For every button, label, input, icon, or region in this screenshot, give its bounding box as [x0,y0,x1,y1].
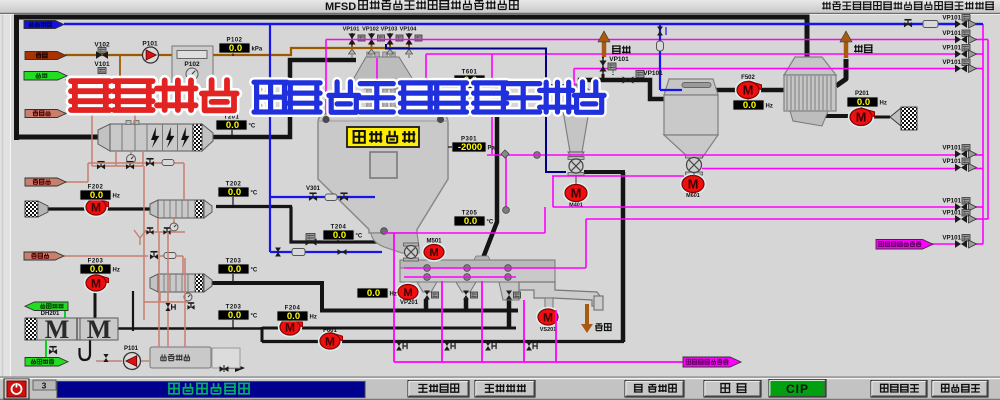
svg-text:T203: T203 [226,305,242,311]
svg-text:VP101: VP101 [942,158,961,165]
svg-text:P301: P301 [461,137,477,143]
svg-text:Hz: Hz [880,101,887,107]
svg-text:VP104: VP104 [400,27,418,33]
svg-text:0.0: 0.0 [90,264,103,275]
svg-text:Hz: Hz [113,268,120,274]
svg-text:F502: F502 [741,75,755,81]
svg-text:VP103: VP103 [381,27,398,33]
svg-text:CIP: CIP [786,382,809,396]
svg-text:VP101: VP101 [942,59,961,66]
svg-text:MFSD: MFSD [325,1,356,13]
svg-text:0.0: 0.0 [228,310,241,321]
svg-text:V301: V301 [306,186,321,192]
svg-text:P102: P102 [184,61,200,68]
svg-text:P101: P101 [124,346,139,352]
svg-text:VP201: VP201 [400,300,419,306]
svg-text:M401: M401 [569,203,583,209]
svg-text:M: M [325,334,335,348]
svg-text:°C: °C [249,124,256,130]
svg-text:VP102: VP102 [362,27,379,33]
svg-text:0.0: 0.0 [229,43,242,54]
svg-text:3: 3 [42,381,47,391]
svg-text:M: M [543,310,553,324]
svg-text:°C: °C [251,268,258,274]
svg-text:Hz: Hz [113,194,120,200]
svg-text:T201: T201 [224,115,240,121]
svg-text:0.0: 0.0 [743,100,756,111]
svg-text:VP101: VP101 [942,45,961,52]
svg-text:M: M [429,247,438,259]
svg-text:F601: F601 [323,328,337,334]
svg-text:F204: F204 [285,306,301,312]
svg-text:VP101: VP101 [609,56,629,63]
svg-text:Hz: Hz [390,292,397,298]
svg-text:M: M [403,287,412,299]
svg-text:M: M [91,200,101,214]
svg-text:P201: P201 [855,91,870,97]
svg-text:°C: °C [356,234,363,240]
svg-text:T202: T202 [226,182,242,188]
svg-text:VP101: VP101 [942,210,961,217]
svg-text:T204: T204 [331,225,347,231]
svg-text:T205: T205 [462,211,478,217]
svg-text:M: M [571,186,582,201]
svg-text:VP101: VP101 [942,198,961,205]
svg-text:F202: F202 [88,185,104,191]
svg-text:P101: P101 [142,41,158,48]
svg-text:VP101: VP101 [942,30,961,37]
svg-text:M: M [688,177,699,192]
svg-text:VP101: VP101 [942,15,961,22]
svg-text:M: M [87,315,112,344]
svg-text:V102: V102 [94,42,110,49]
svg-text:T203: T203 [226,259,242,265]
svg-text:VS201: VS201 [540,327,557,333]
svg-text:M601: M601 [686,193,700,199]
svg-text:M: M [91,276,101,290]
svg-text:Pa: Pa [488,146,496,152]
svg-text:0.0: 0.0 [857,97,870,108]
svg-text:V101: V101 [94,61,110,68]
svg-text:M: M [45,315,70,344]
svg-text:°C: °C [487,220,494,226]
svg-text:P102: P102 [226,38,242,44]
svg-text:T601: T601 [462,70,478,76]
svg-text:0.0: 0.0 [90,190,103,201]
svg-text:0.0: 0.0 [287,311,300,322]
svg-text:0.0: 0.0 [228,187,241,198]
svg-text:0.0: 0.0 [367,288,380,299]
svg-text:Hz: Hz [766,104,773,110]
svg-text:M: M [856,110,867,125]
svg-text:DH201: DH201 [41,311,60,317]
svg-text:M501: M501 [426,239,442,245]
svg-text:Hz: Hz [310,315,317,321]
svg-text:°C: °C [251,191,258,197]
svg-text:0.0: 0.0 [333,230,346,241]
svg-text:F203: F203 [88,259,104,265]
svg-text:M: M [743,83,754,98]
svg-text:0.0: 0.0 [228,264,241,275]
svg-text:VP101: VP101 [942,145,961,152]
svg-text:VP101: VP101 [343,27,360,33]
svg-text:kPa: kPa [252,47,263,53]
svg-text:VP101: VP101 [942,235,961,242]
svg-text:M: M [285,320,295,334]
svg-text:-2000: -2000 [458,142,482,153]
svg-text:0.0: 0.0 [464,216,477,227]
svg-text:VP101: VP101 [643,70,663,77]
svg-text:°C: °C [251,314,258,320]
svg-text:0.0: 0.0 [226,120,239,131]
